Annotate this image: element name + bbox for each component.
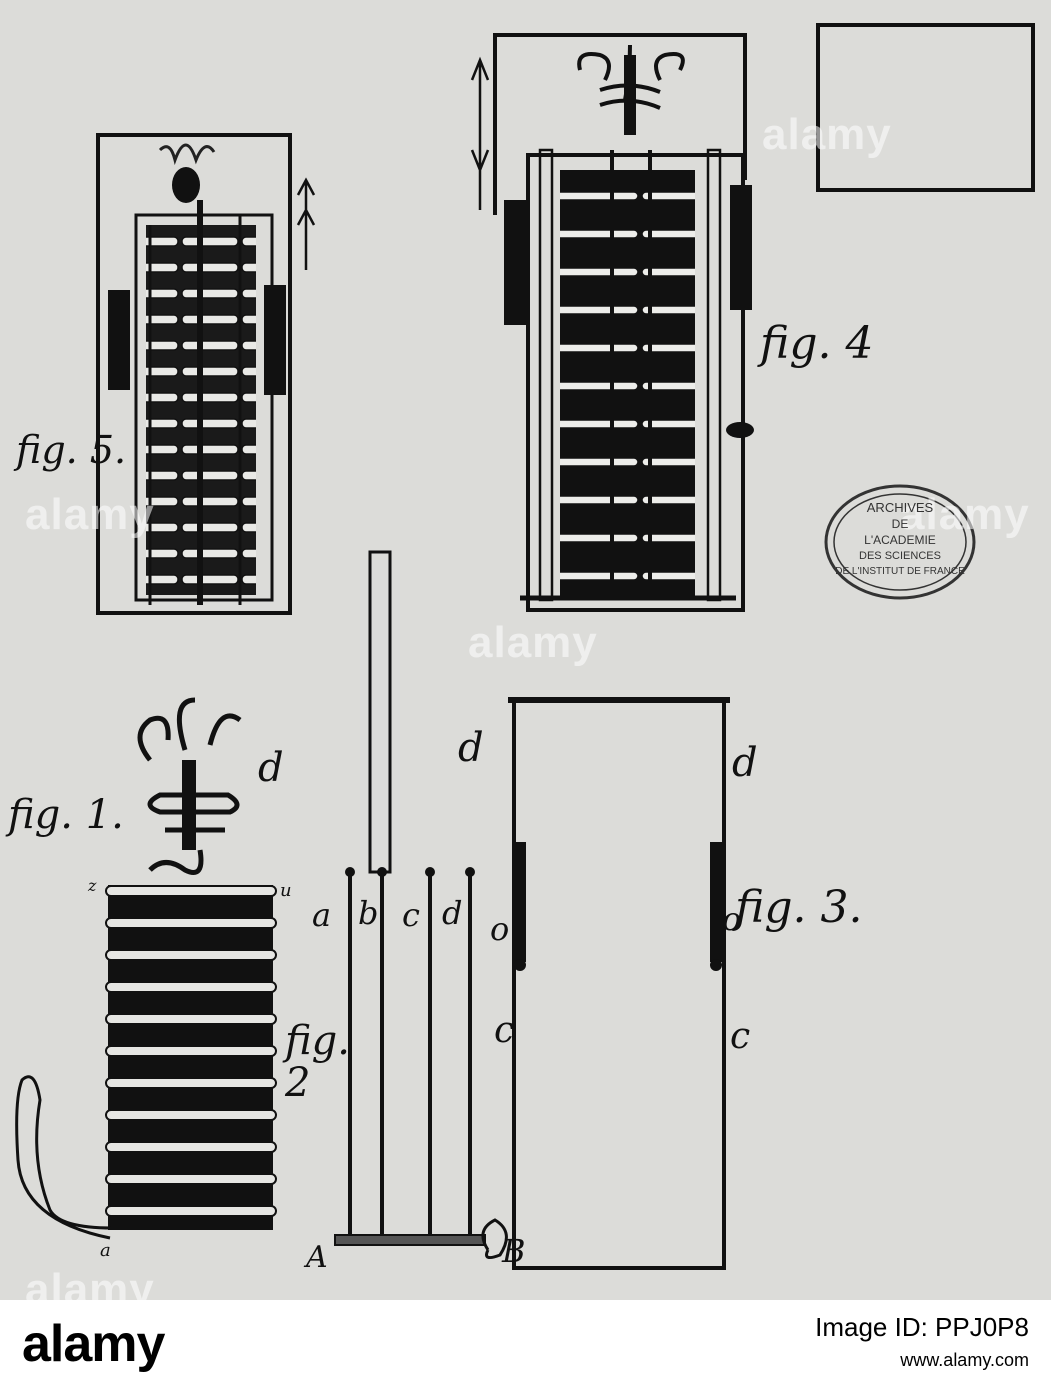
fig2-drawing	[334, 550, 508, 1260]
letter-z: z	[88, 876, 97, 895]
letter-u: u	[280, 880, 292, 901]
stamp-line5: DE L'INSTITUT DE FRANCE	[835, 566, 965, 577]
stamp-line3: L'ACADEMIE	[864, 533, 936, 547]
stamp-text: ARCHIVES DE L'ACADEMIE DES SCIENCES DE L…	[826, 500, 974, 580]
manuscript-sheet: alamy alamy alamy alamy alamy fig. 5. fi…	[0, 0, 1051, 1300]
fig5-label: fig. 5.	[16, 428, 127, 472]
letter-o: o	[490, 910, 510, 948]
letter-B: B	[502, 1232, 526, 1270]
fig-blank-box	[816, 23, 1035, 192]
letter-a: a	[312, 896, 332, 934]
watermark: alamy	[900, 490, 1030, 539]
letter-d: d	[458, 725, 484, 771]
letter-d: d	[258, 745, 284, 791]
letter-d: d	[442, 894, 463, 932]
letter-o: o	[722, 900, 742, 938]
letter-a: a	[100, 1240, 111, 1261]
letter-b: b	[358, 894, 379, 932]
letter-c: c	[494, 1010, 515, 1051]
alamy-logo: alamy	[22, 1315, 165, 1373]
archive-stamp	[824, 484, 976, 600]
watermark: alamy	[468, 618, 598, 667]
stamp-line1: ARCHIVES	[866, 500, 934, 515]
drawing-canvas	[15, 23, 1035, 1270]
fig4-drawing	[470, 33, 754, 612]
watermark: alamy	[762, 110, 892, 159]
letter-d: d	[732, 740, 758, 786]
fig5-drawing	[96, 133, 316, 615]
fig4-label: fig. 4	[760, 318, 874, 369]
watermark: alamy	[25, 490, 155, 539]
stamp-line4: DES SCIENCES	[859, 550, 941, 562]
fig3-label: fig. 3.	[735, 882, 863, 933]
letter-c: c	[730, 1016, 751, 1057]
fig2-label: fig. 2	[285, 1018, 350, 1106]
stamp-line2: DE	[891, 517, 909, 531]
letter-c: c	[402, 896, 420, 934]
letter-A: A	[306, 1240, 328, 1275]
image-url: www.alamy.com	[900, 1350, 1029, 1370]
fig3-drawing	[508, 697, 730, 1270]
fig1-drawing	[15, 697, 277, 1240]
image-id: Image ID: PPJ0P8	[815, 1312, 1029, 1342]
fig1-label: fig. 1.	[8, 792, 124, 838]
footer-bar: alamy Image ID: PPJ0P8 www.alamy.com	[0, 1300, 1051, 1390]
